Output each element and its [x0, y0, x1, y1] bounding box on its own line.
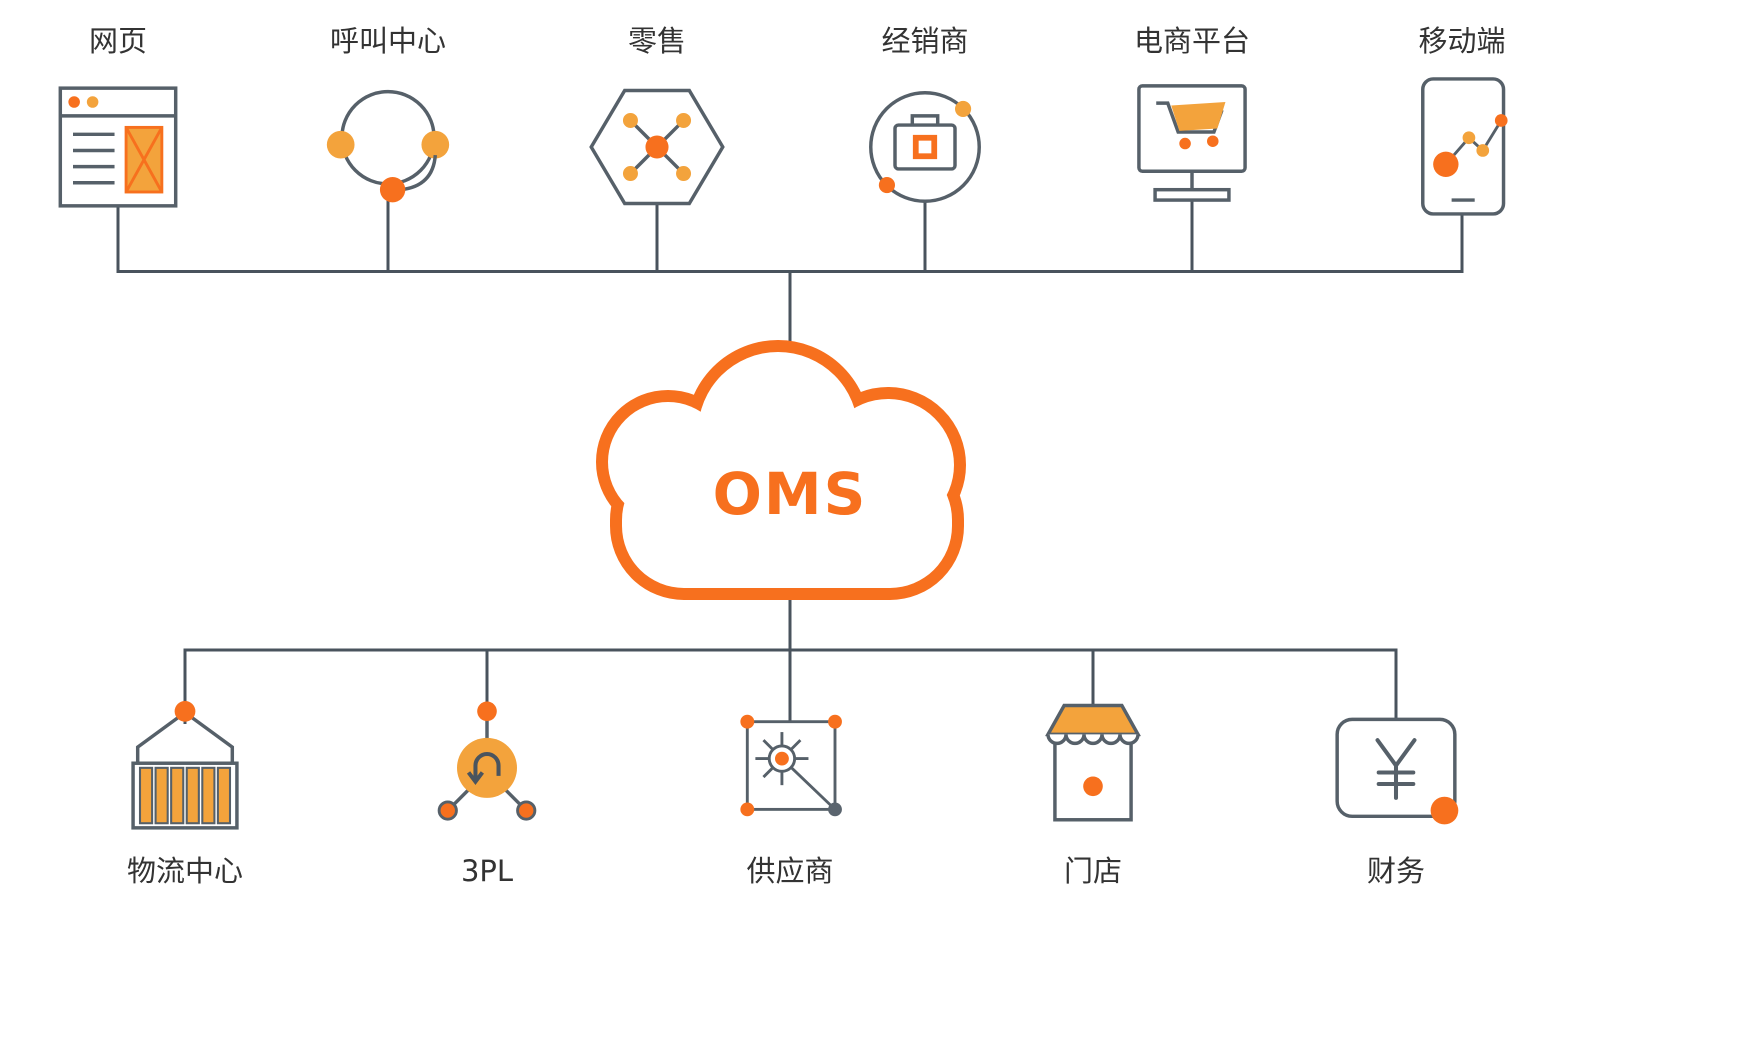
node-web-label: 网页: [88, 24, 147, 58]
node-finance-label: 财务: [1366, 854, 1425, 888]
node-store-label: 门店: [1063, 854, 1122, 888]
node-store: 门店: [983, 694, 1203, 892]
oms-cloud: [596, 340, 966, 600]
finance-yen-icon: [1335, 717, 1459, 825]
logistics-container-icon: [131, 700, 239, 830]
node-supplier-label: 供应商: [746, 854, 834, 888]
retail-network-icon: [589, 88, 725, 206]
node-supplier: 供应商: [680, 694, 900, 892]
threepl-exchange-icon: [437, 701, 537, 821]
node-call-center: 呼叫中心: [278, 20, 498, 222]
node-retail: 零售: [547, 20, 767, 222]
node-logistics-center-label: 物流中心: [126, 854, 243, 888]
storefront-icon: [1045, 703, 1141, 822]
ecommerce-monitor-icon: [1137, 84, 1247, 202]
node-mobile: 移动端: [1352, 20, 1572, 222]
node-finance: 财务: [1286, 694, 1506, 892]
node-ecommerce-platform: 电商平台: [1082, 20, 1302, 222]
headset-icon: [326, 89, 450, 203]
browser-icon: [58, 86, 178, 208]
node-mobile-label: 移动端: [1418, 24, 1506, 58]
oms-label: OMS: [712, 460, 868, 528]
node-ecommerce-platform-label: 电商平台: [1133, 24, 1250, 58]
node-logistics-center: 物流中心: [75, 694, 295, 892]
node-web: 网页: [8, 20, 228, 222]
node-distributor: 经销商: [815, 20, 1035, 222]
node-distributor-label: 经销商: [881, 24, 969, 58]
supplier-network-icon: [740, 714, 842, 817]
node-3pl: 3PL: [377, 694, 597, 892]
distributor-briefcase-icon: [869, 91, 981, 203]
node-call-center-label: 呼叫中心: [329, 24, 446, 58]
mobile-chart-icon: [1421, 77, 1508, 216]
node-retail-label: 零售: [627, 24, 686, 58]
node-3pl-label: 3PL: [460, 854, 514, 888]
